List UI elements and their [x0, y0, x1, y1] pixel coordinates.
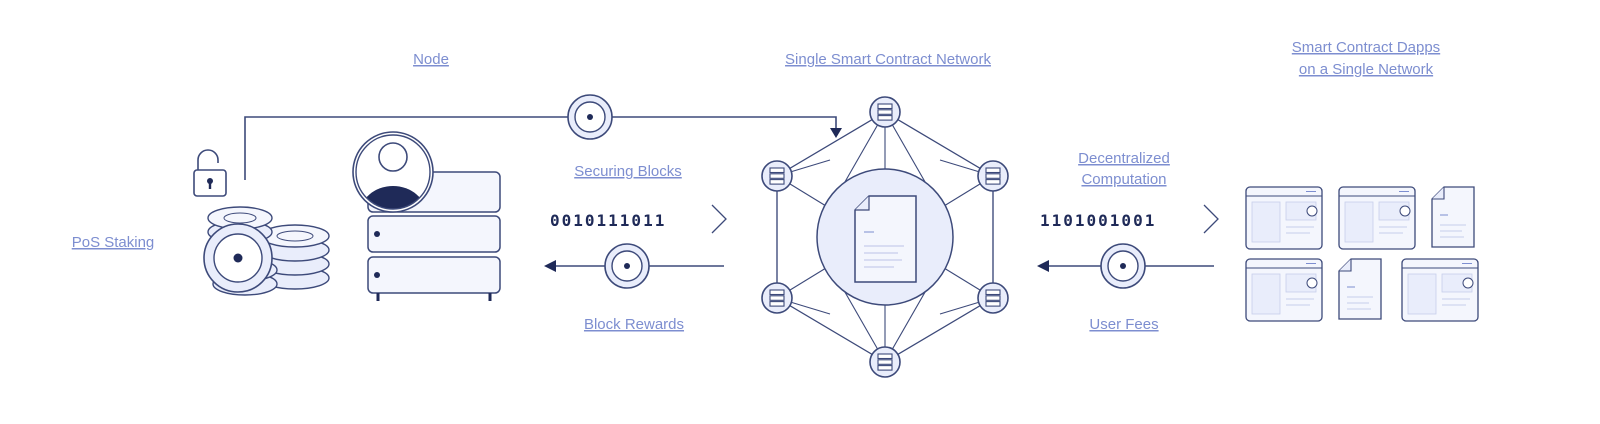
block-rewards-arrowhead	[544, 260, 556, 272]
user-avatar-icon	[352, 131, 434, 213]
token-icon	[1100, 243, 1146, 289]
network-label: Single Smart Contract Network	[785, 51, 991, 68]
dapps-label-line1: Smart Contract Dapps	[1292, 39, 1440, 56]
network-node-icon	[869, 346, 901, 378]
bits-left-chevron	[711, 204, 727, 234]
pos-staking-label: PoS Staking	[72, 234, 155, 251]
staking-connector-line	[244, 116, 837, 180]
user-fees-arrowhead	[1037, 260, 1049, 272]
network-node-icon	[761, 282, 793, 314]
network-node-icon	[977, 160, 1009, 192]
bits-right-chevron	[1203, 204, 1219, 234]
securing-blocks-label: Securing Blocks	[574, 163, 682, 180]
block-rewards-label: Block Rewards	[584, 316, 684, 333]
network-node-icon	[977, 282, 1009, 314]
dapp-window-icon	[1401, 258, 1479, 322]
dapp-window-icon	[1245, 258, 1323, 322]
node-label: Node	[413, 51, 449, 68]
user-fees-label: User Fees	[1089, 316, 1158, 333]
network-node-icon	[761, 160, 793, 192]
network-node-icon	[869, 96, 901, 128]
token-icon	[604, 243, 650, 289]
decentralized-label-line1: Decentralized	[1078, 150, 1170, 167]
dapp-window-icon	[1338, 186, 1416, 250]
decentralized-label-line2: Computation	[1081, 171, 1166, 188]
dapp-page-icon	[1338, 258, 1382, 320]
bits-left: 0010111011	[550, 211, 666, 230]
lock-icon	[193, 149, 227, 197]
contract-document-icon	[854, 195, 917, 283]
coin-stack-icon	[203, 206, 330, 296]
dapp-window-icon	[1245, 186, 1323, 250]
connector-arrowhead	[830, 128, 842, 138]
bits-right: 1101001001	[1040, 211, 1156, 230]
dapp-page-icon	[1431, 186, 1475, 248]
dapps-label-line2: on a Single Network	[1299, 61, 1434, 78]
token-icon	[567, 94, 613, 140]
